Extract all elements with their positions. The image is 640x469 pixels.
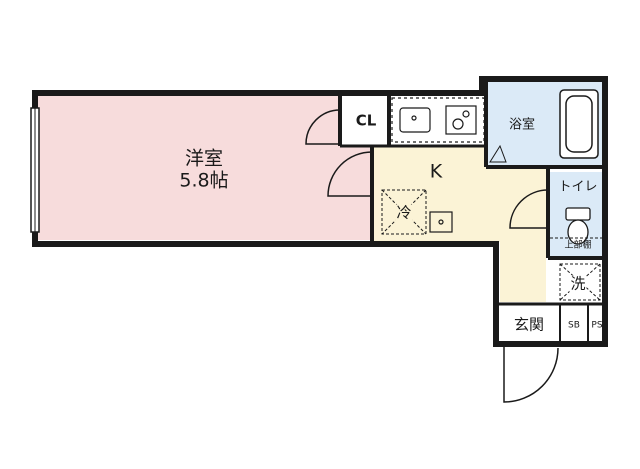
sink-icon: [399, 107, 431, 133]
toilet-label: トイレ: [558, 179, 598, 195]
bath-door-swing: [489, 144, 507, 163]
washer-label: 洗: [569, 274, 587, 293]
window: [30, 107, 40, 233]
door-swings: [305, 109, 559, 403]
stove-icon: [445, 105, 477, 135]
closet-label: CL: [355, 111, 377, 130]
kitchen-small-sink-icon: [429, 211, 453, 233]
western-room-door-swing: [327, 151, 373, 197]
western-room-name: 洋室: [184, 147, 223, 170]
kitchen-label: K: [429, 160, 443, 183]
western-room-label: 洋室 5.8帖: [179, 147, 229, 192]
shoe-box-label: SB: [568, 320, 580, 331]
entrance-area: [500, 306, 558, 342]
kitchen-lower-area: [500, 242, 546, 302]
pipe-space-label: PS: [591, 320, 603, 331]
outer-wall: [32, 76, 608, 347]
closet-area: [340, 96, 388, 146]
closet-door-swing: [305, 109, 341, 145]
toilet-door-swing: [509, 189, 549, 229]
entrance-label: 玄関: [513, 315, 545, 334]
toilet-shelf-label: 上部棚: [564, 240, 592, 251]
entrance-door-swing: [503, 344, 559, 403]
walls: [32, 76, 608, 347]
fridge-label: 冷: [395, 203, 413, 222]
western-room-area-text: 5.8帖: [179, 169, 229, 192]
bathtub-icon: [559, 89, 599, 159]
toilet-icon: [565, 207, 591, 245]
kitchen-counter-area: [388, 96, 486, 146]
kitchen-counter: [391, 97, 485, 143]
bathroom-label: 浴室: [508, 117, 536, 133]
